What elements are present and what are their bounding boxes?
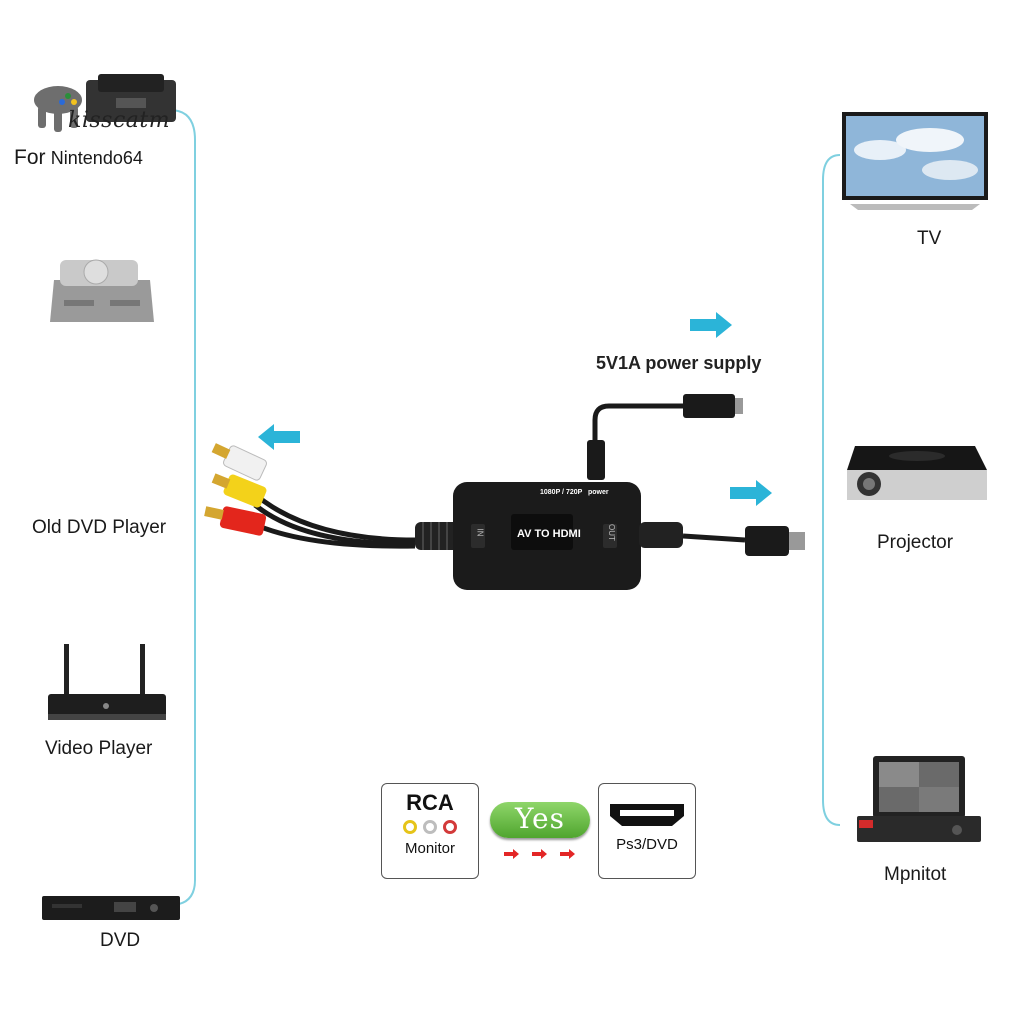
tv-icon (840, 110, 990, 214)
rca-box: RCA Monitor (381, 783, 479, 879)
converter-out-label: OUT (606, 524, 616, 541)
video-player-label: Video Player (45, 738, 153, 759)
rca-jacks-icon (382, 820, 478, 834)
arrow-right-power-icon (690, 312, 732, 338)
projector-icon (845, 440, 990, 510)
yes-text: Yes (515, 802, 565, 835)
dvd-player-icon (42, 890, 182, 924)
nintendo64-text: Nintendo64 (50, 148, 143, 168)
n64-console-icon (28, 70, 178, 140)
cables-drawing (204, 394, 805, 590)
hdmi-plug (745, 526, 789, 556)
old-dvd-player-label: Old DVD Player (32, 517, 167, 538)
red-arrows-icon (504, 849, 575, 859)
converter-in-label: IN (475, 528, 485, 537)
rca-sub-label: Monitor (404, 840, 456, 857)
arrow-left-icon (258, 424, 300, 450)
nintendo64-label: For Nintendo64 (14, 146, 143, 170)
hdmi-sub-label: Ps3/DVD (616, 836, 678, 853)
hdmi-port-icon (610, 804, 684, 826)
tv-label: TV (917, 228, 942, 249)
rca-title: RCA (406, 790, 454, 815)
hdmi-box: Ps3/DVD (598, 783, 696, 879)
converter-face-label: AV TO HDMI (517, 528, 581, 540)
android-box-icon (46, 640, 168, 730)
right-connector-line (822, 154, 841, 826)
converter-power-label: power (588, 489, 609, 496)
left-connector-line (169, 109, 196, 906)
dvd-label: DVD (100, 930, 141, 951)
rca-plug-icon (204, 443, 267, 536)
for-prefix: For (14, 146, 46, 169)
watermark: kisscatm (68, 108, 171, 133)
monitor-label: Mpnitot (884, 864, 947, 885)
power-supply-label: 5V1A power supply (596, 353, 762, 373)
arrow-right-hdmi-icon (730, 480, 772, 506)
yes-badge: Yes (490, 802, 590, 838)
ps1-console-icon (50, 250, 160, 330)
converter-top-label: 1080P / 720P (540, 489, 583, 496)
monitor-dvr-icon (853, 752, 985, 848)
projector-label: Projector (877, 532, 954, 553)
usb-plug (683, 394, 735, 418)
